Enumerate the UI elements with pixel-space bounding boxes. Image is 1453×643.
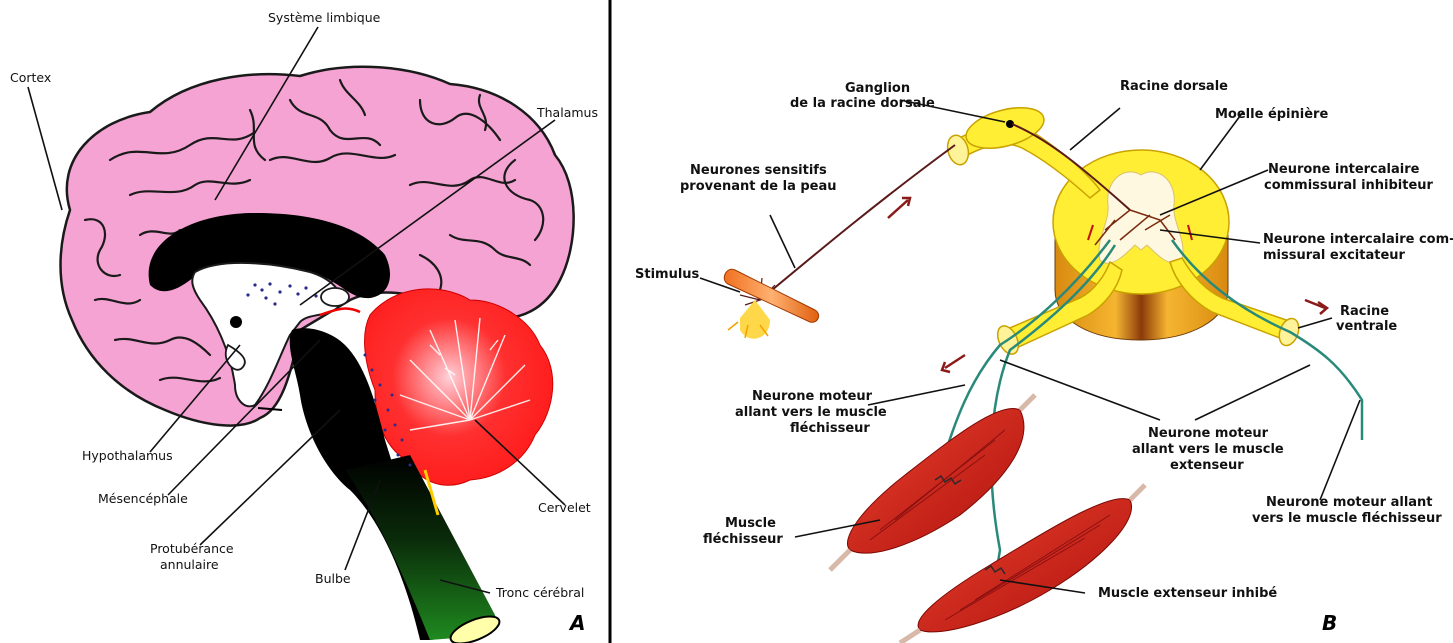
label-muscle-ext: Muscle extenseur inhibé [1098,586,1277,601]
label-muscle-flech-2: fléchisseur [703,532,783,547]
cerebellum [365,289,553,485]
label-ni-inhib-2: commissural inhibiteur [1264,178,1434,193]
label-ganglion-1: Ganglion [845,81,910,96]
label-nm-ext-3: extenseur [1170,458,1244,473]
label-nm-ext-1: Neurone moteur [1148,426,1269,441]
skin-stimulus [724,269,818,322]
label-protuberance-2: annulaire [160,557,219,572]
panel-a-brain: Cortex Système limbique Thalamus Hypotha… [10,10,598,643]
label-nm-ext-2: allant vers le muscle [1132,442,1284,457]
label-ni-inhib-1: Neurone intercalaire [1268,162,1420,177]
label-nm-flech-3: fléchisseur [790,421,870,436]
label-stimulus: Stimulus [635,267,700,282]
panel-b-reflex: Ganglion de la racine dorsale Racine dor… [635,79,1453,643]
extensor-fibers [945,515,1110,620]
label-thalamus: Thalamus [536,105,598,120]
label-bulbe: Bulbe [315,571,351,586]
label-nm-flech-2: allant vers le muscle [735,405,887,420]
label-neur-sens-1: Neurones sensitifs [690,163,827,178]
panel-letter-b: B [1322,611,1337,635]
label-ni-exc-2: missural excitateur [1263,248,1406,263]
label-moelle: Moelle épinière [1215,107,1328,122]
label-racine-ventrale-1: Racine [1340,304,1389,319]
label-tronc-cerebral: Tronc cérébral [495,585,584,600]
label-muscle-flech-1: Muscle [725,516,776,531]
label-cervelet: Cervelet [538,500,591,515]
label-racine-ventrale-2: ventrale [1336,319,1397,334]
tronc-cerebral-shape [345,455,496,640]
label-racine-dorsale: Racine dorsale [1120,79,1228,94]
label-systeme-limbique: Système limbique [268,10,381,25]
label-nm-flech-allant-2: vers le muscle fléchisseur [1252,511,1442,526]
label-neur-sens-2: provenant de la peau [680,179,837,194]
panel-letter-a: A [568,611,585,635]
label-hypothalamus: Hypothalamus [82,448,173,463]
label-mesencephale: Mésencéphale [98,491,188,506]
label-nm-flech-allant-1: Neurone moteur allant [1266,495,1433,510]
label-ganglion-2: de la racine dorsale [790,96,935,111]
label-cortex: Cortex [10,70,51,85]
label-ni-exc-1: Neurone intercalaire com- [1263,232,1453,247]
label-nm-flech-1: Neurone moteur [752,389,873,404]
label-protuberance-1: Protubérance [150,541,234,556]
